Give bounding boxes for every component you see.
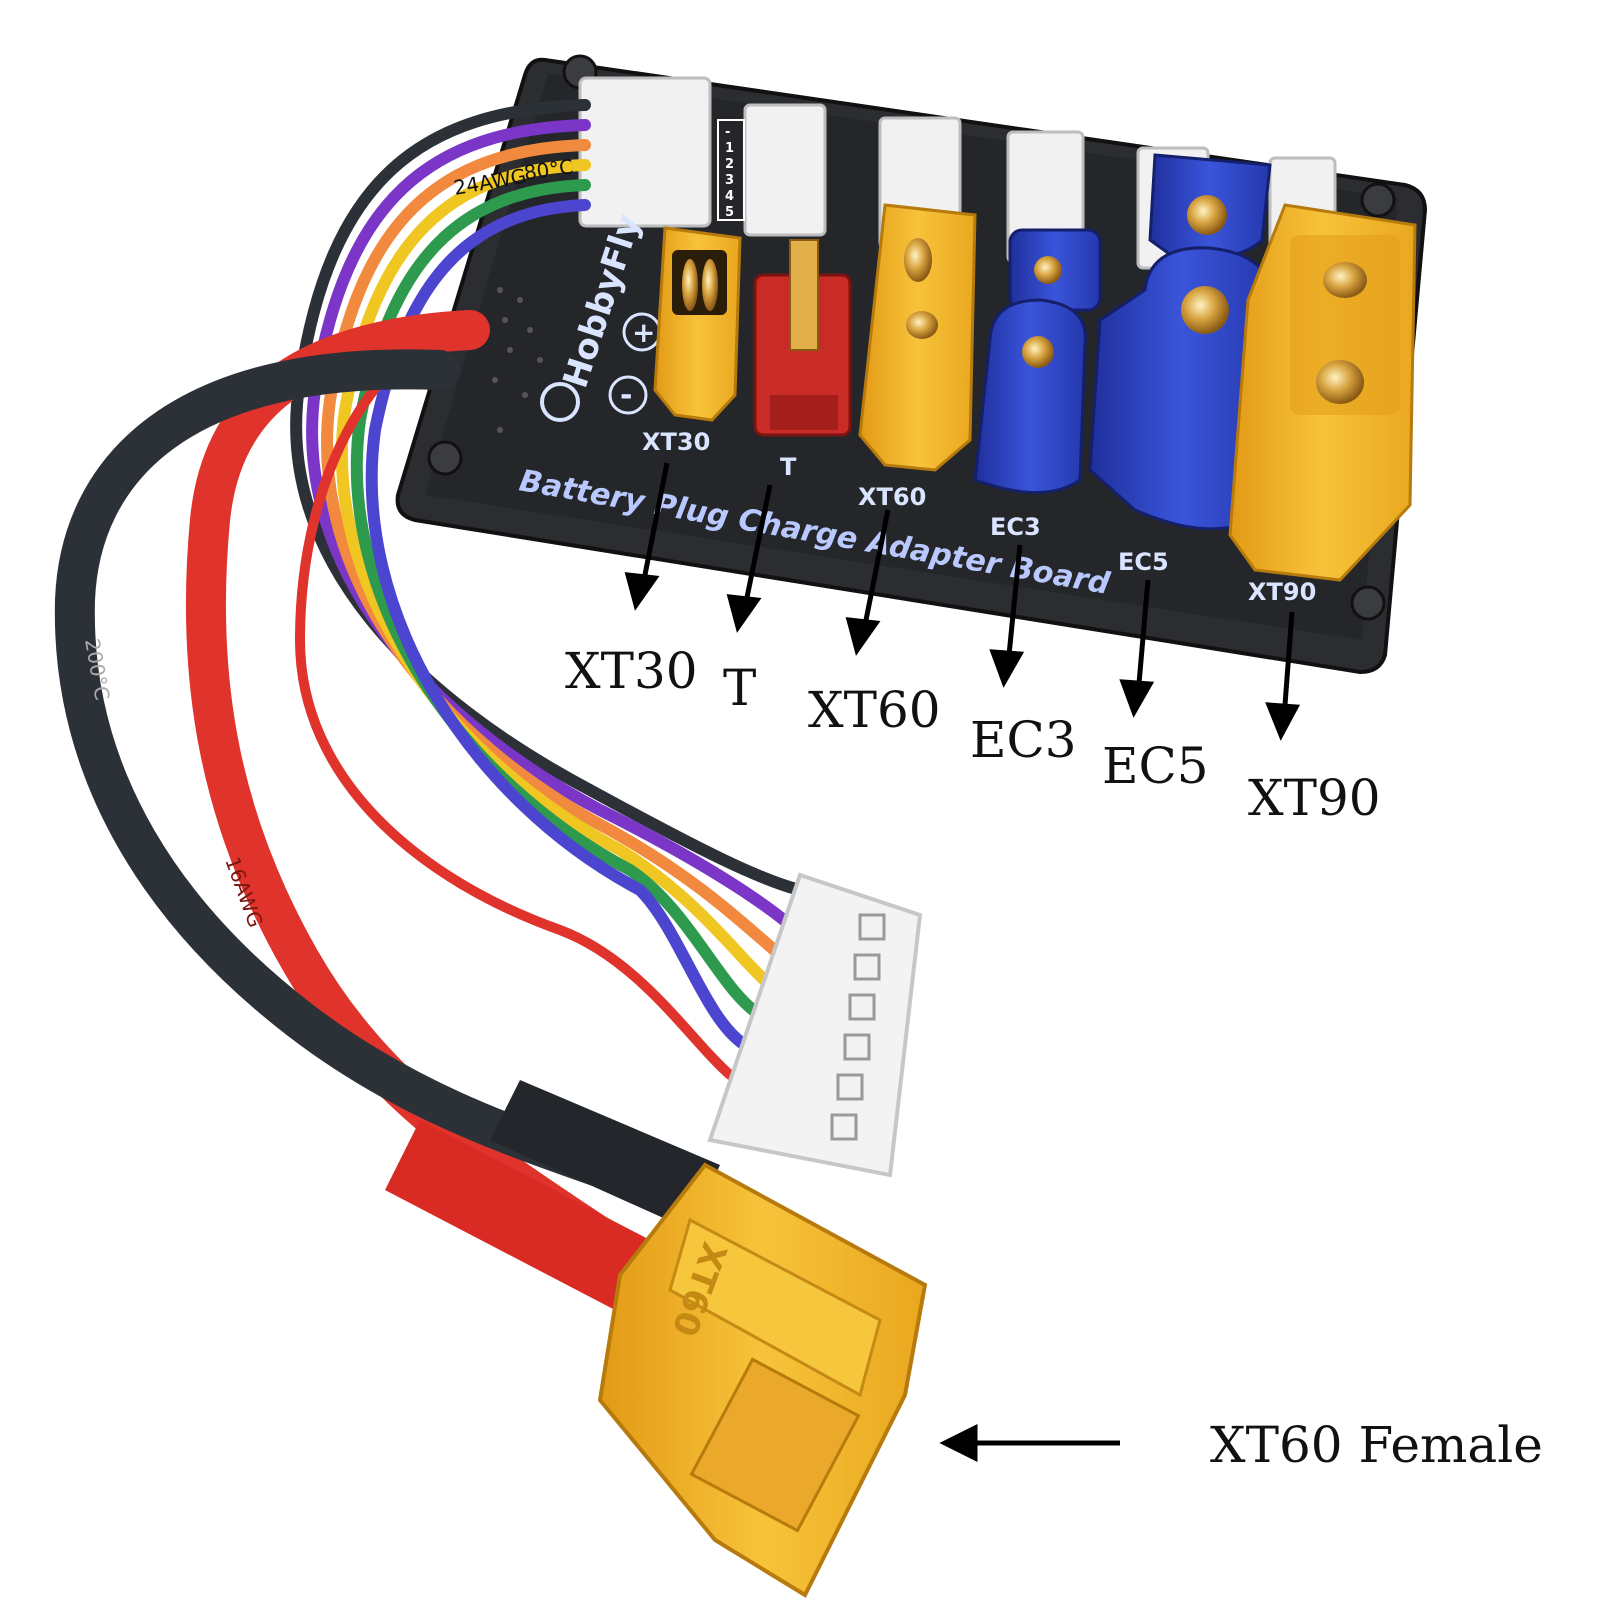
silk-label-xt60: XT60: [858, 483, 926, 511]
ec3-connector: [973, 228, 1102, 494]
xt60-female-plug: [597, 1162, 928, 1598]
heat-shrink-black: [490, 1080, 720, 1230]
callout-t: T: [723, 659, 756, 717]
svg-text:5: 5: [725, 205, 734, 220]
svg-text:-: -: [725, 125, 730, 140]
polarity-minus-label: -: [620, 378, 632, 413]
xt90-connector: [1228, 203, 1417, 582]
t-plug-connector: [753, 239, 852, 437]
callout-xt60-female: XT60 Female: [1210, 1416, 1543, 1474]
svg-text:3: 3: [725, 173, 734, 188]
callout-ec5: EC5: [1102, 737, 1209, 795]
balance-pin-labels: - 1 2 3 4 5: [717, 119, 745, 221]
xt30-connector: [653, 226, 742, 422]
ec5-connector: [1088, 153, 1274, 531]
polarity-plus-label: +: [632, 316, 655, 349]
callout-xt90: XT90: [1248, 769, 1381, 827]
svg-text:4: 4: [725, 189, 734, 204]
logo-mark-icon: [540, 382, 580, 422]
main-power-wires: [54, 310, 710, 1290]
silk-label-ec3: EC3: [990, 513, 1041, 541]
board-dots: [492, 287, 543, 433]
callout-xt60: XT60: [808, 681, 941, 739]
heat-shrink-red: [385, 1120, 650, 1310]
balance-wires: [290, 99, 806, 1080]
balance-plug: [707, 872, 923, 1178]
xt60-connector: [858, 203, 977, 472]
silk-label-xt90: XT90: [1248, 578, 1316, 606]
callout-arrows: [624, 462, 1301, 1463]
svg-text:2: 2: [725, 157, 734, 172]
svg-text:1: 1: [725, 141, 734, 156]
callout-xt30: XT30: [565, 642, 698, 700]
silk-label-ec5: EC5: [1118, 548, 1169, 576]
silk-label-xt30: XT30: [642, 428, 710, 456]
callout-ec3: EC3: [970, 711, 1077, 769]
silk-label-t: T: [780, 453, 797, 481]
screw-icon: [427, 54, 1396, 621]
